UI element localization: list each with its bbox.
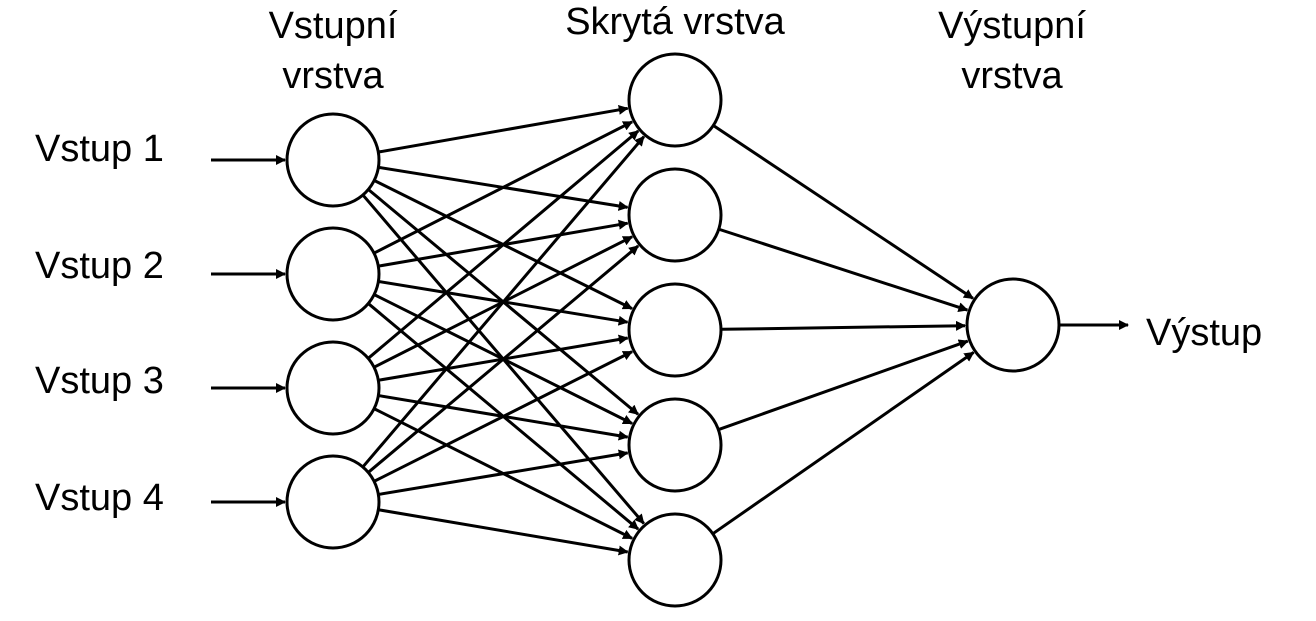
- output-layer-title-line1: Výstupní: [938, 5, 1086, 47]
- edge-in4-h1: [362, 135, 646, 468]
- hidden-node-3: [627, 282, 723, 378]
- input-node-2: [285, 226, 381, 322]
- edge-in4-h5: [379, 508, 629, 556]
- edge-in4-h3: [374, 350, 633, 483]
- hidden-node-5: [627, 512, 723, 608]
- edge-h1-out1: [713, 124, 974, 300]
- input-node-4: [285, 454, 381, 550]
- input-node-1: [285, 112, 381, 208]
- edge-h5-out1: [712, 351, 975, 535]
- input-layer-title-line1: Vstupní: [269, 5, 398, 47]
- input-label-2: Vstup 2: [35, 245, 164, 287]
- edge-h3-out1: [721, 320, 966, 331]
- edge-h4-out1: [718, 339, 969, 431]
- edge-in4-h4: [379, 449, 629, 496]
- edge-in2-h1: [374, 120, 634, 255]
- edge-in3-h1: [368, 129, 640, 359]
- edge-h2-out1: [719, 228, 969, 313]
- hidden-node-2: [627, 167, 723, 263]
- input-label-1: Vstup 1: [35, 128, 164, 170]
- input-node-3: [285, 340, 381, 436]
- output-layer-title-line2: vrstva: [961, 55, 1063, 97]
- output-label: Výstup: [1146, 312, 1262, 354]
- edge-in4-h2: [368, 244, 640, 473]
- connections: [211, 104, 1129, 556]
- hidden-node-4: [627, 397, 723, 493]
- hidden-node-1: [627, 52, 723, 148]
- output-node-1: [965, 277, 1061, 373]
- input-label-4: Vstup 4: [35, 477, 164, 519]
- input-label-3: Vstup 3: [35, 360, 164, 402]
- input-layer-title-line2: vrstva: [282, 55, 384, 97]
- hidden-layer-title: Skrytá vrstva: [565, 1, 785, 43]
- neurons: [285, 52, 1061, 608]
- edge-in1-h1: [379, 104, 629, 154]
